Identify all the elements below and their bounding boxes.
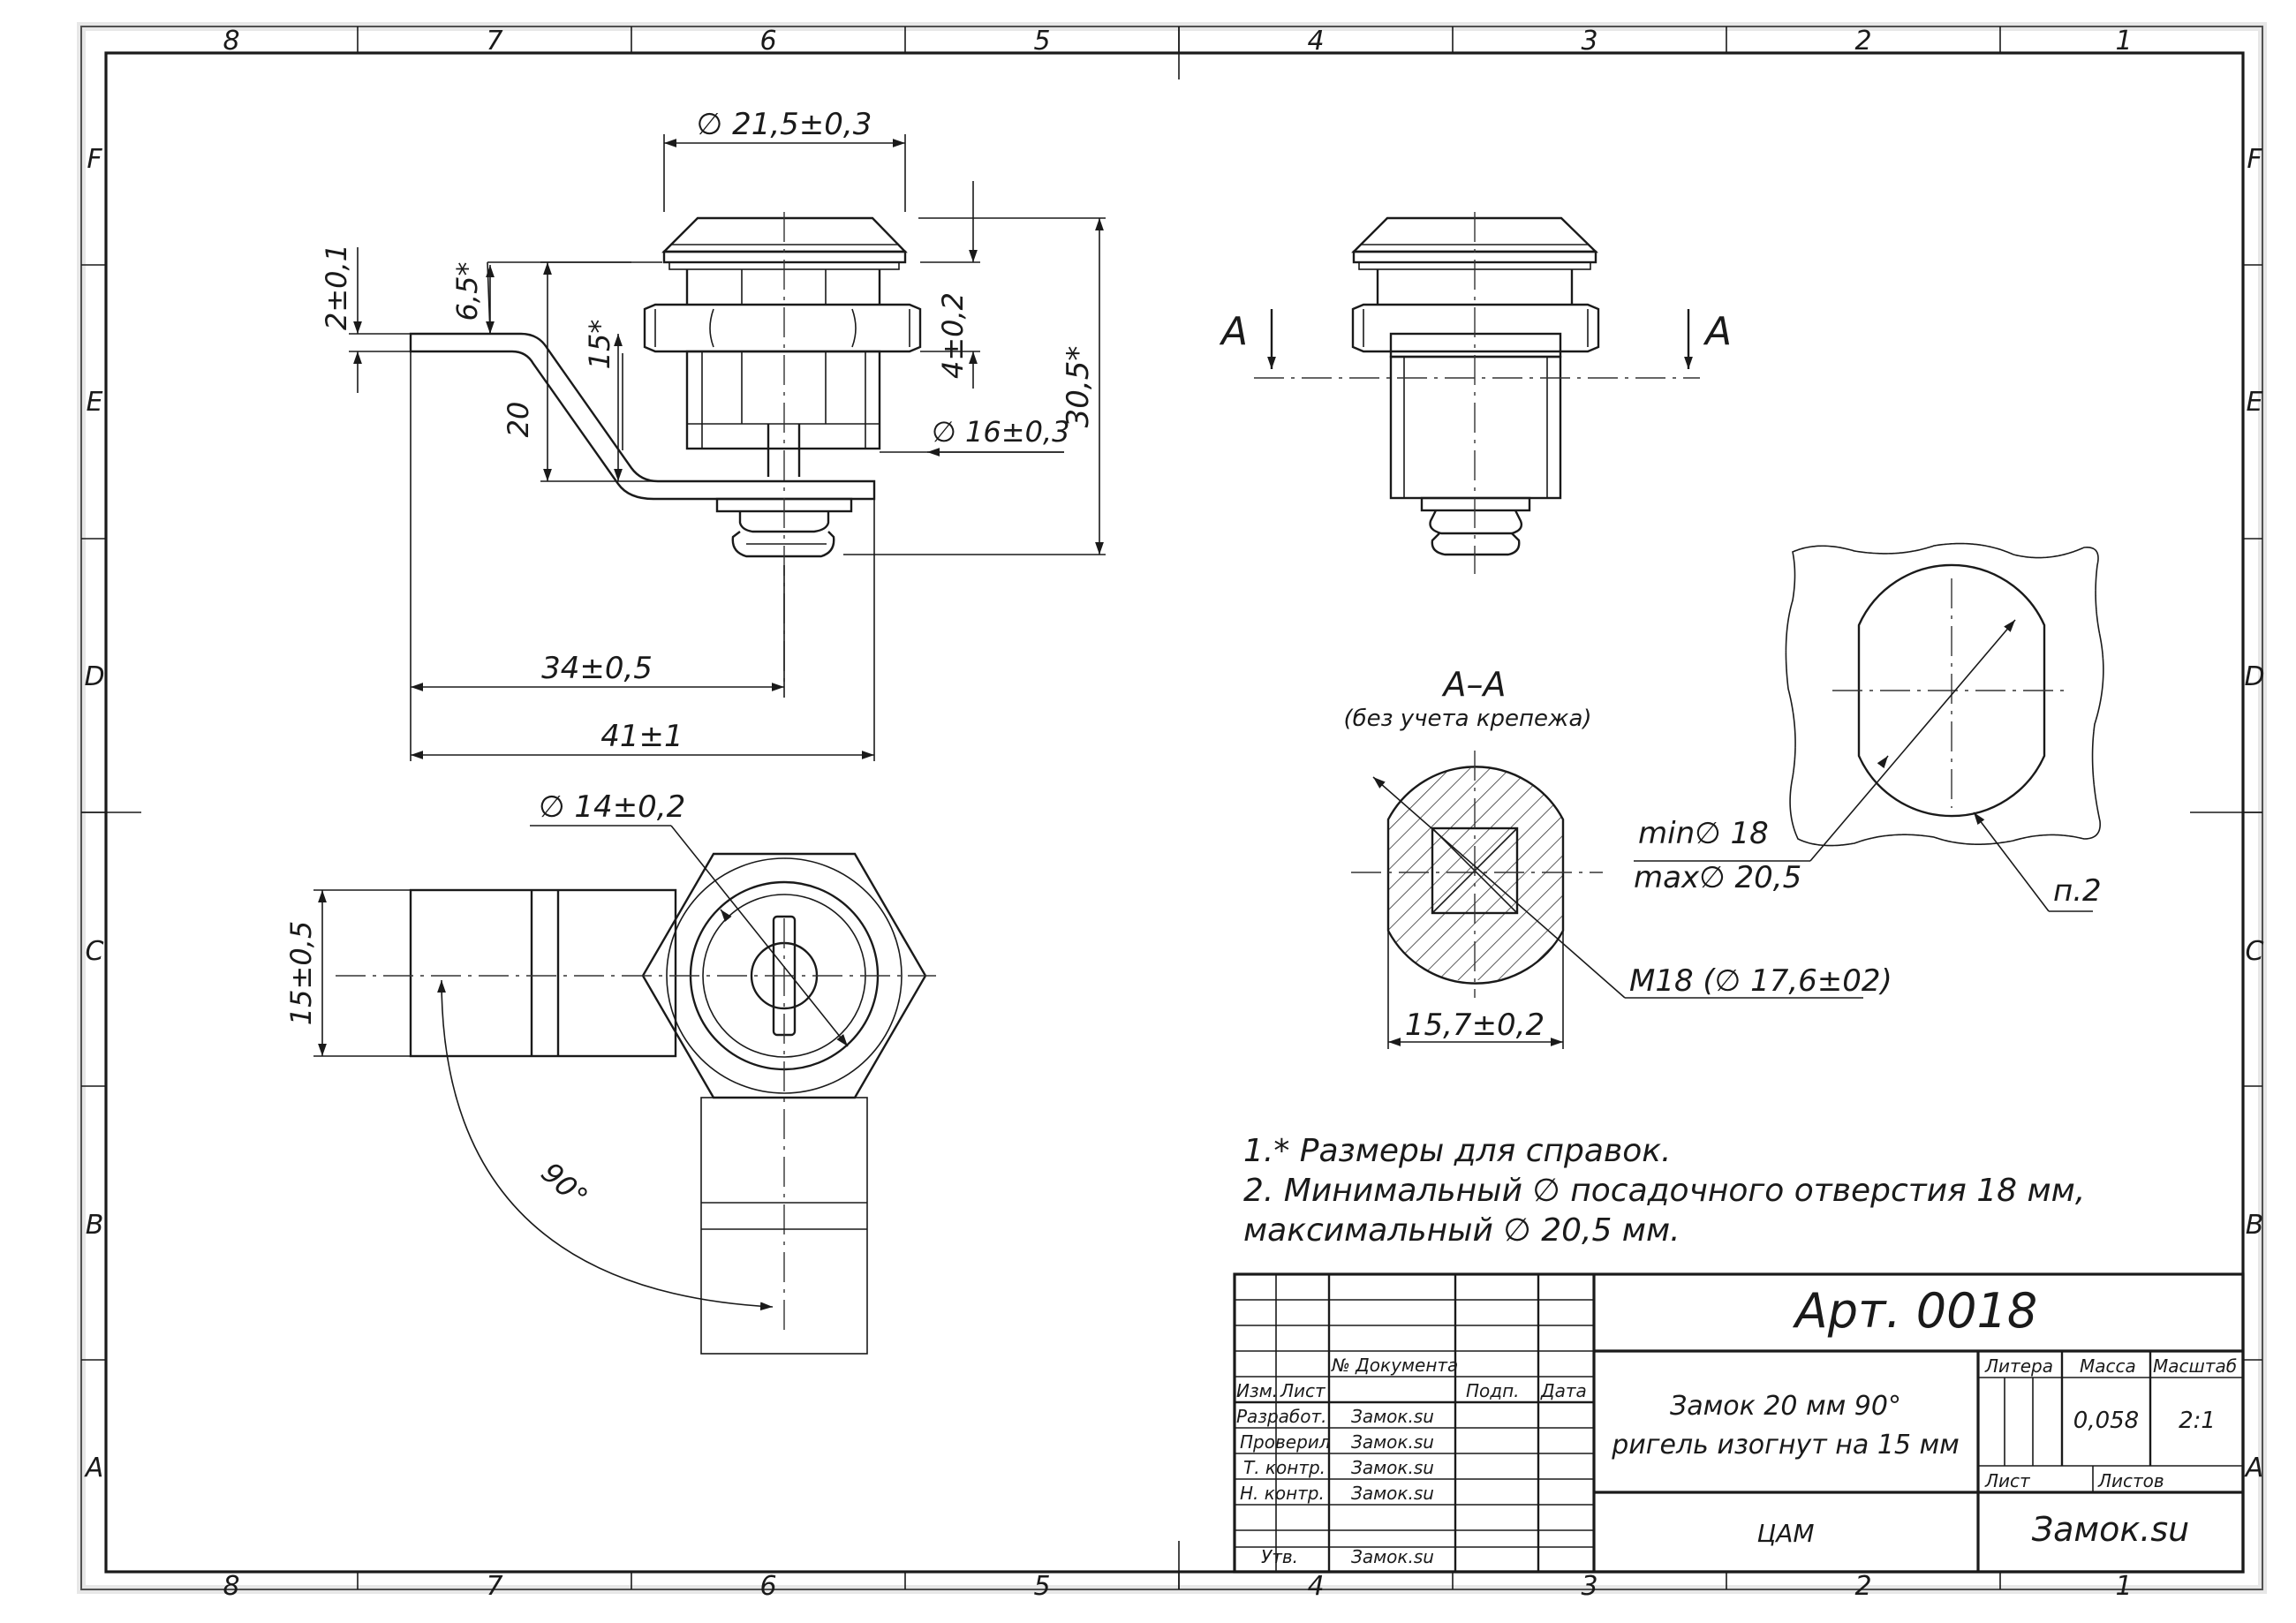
side-view: A A [1219, 212, 1732, 574]
notes: 1.* Размеры для справок. 2. Минимальный … [1243, 1133, 2085, 1249]
dim-total-height: 30,5* [1061, 346, 1096, 428]
izm-header: Изм. [1236, 1380, 1278, 1401]
dim-max-diameter: max∅ 20,5 [1634, 860, 1801, 895]
col-label: 5 [1033, 1571, 1050, 1602]
hole-detail: min∅ 18 max∅ 20,5 п.2 [1634, 542, 2104, 912]
litera-header: Литера [1984, 1355, 2053, 1377]
col-label: 4 [1307, 1571, 1324, 1602]
name-norm-control: Замок.su [1351, 1483, 1434, 1504]
dim-6-5: 6,5* [450, 262, 484, 321]
section-marker-right: A [1703, 309, 1732, 354]
col-label: 7 [486, 26, 502, 57]
company-name: Замок.su [2032, 1510, 2189, 1549]
row-label: C [86, 936, 104, 967]
role-approver: Утв. [1261, 1546, 1298, 1567]
drawing-frame: 8 7 6 5 4 3 2 1 8 7 6 5 4 3 2 1 F E D C … [77, 22, 2267, 1602]
row-label: F [2247, 144, 2262, 175]
product-name-line1: Замок 20 мм 90° [1670, 1391, 1901, 1422]
col-label: 4 [1307, 26, 1324, 57]
dim-min-diameter: min∅ 18 [1638, 816, 1769, 851]
col-label: 3 [1581, 1571, 1597, 1602]
col-label: 6 [759, 26, 776, 57]
dim-14: ∅ 14±0,2 [539, 789, 685, 825]
name-tech-control: Замок.su [1351, 1457, 1434, 1478]
row-label: D [84, 661, 104, 692]
mass-header: Масса [2080, 1355, 2136, 1377]
section-view: A–A (без учета крепежа) 15,7±0,2 M18 (∅ … [1343, 665, 1892, 1049]
section-subtitle: (без учета крепежа) [1343, 706, 1591, 732]
row-label: B [2246, 1210, 2264, 1241]
dim-34: 34±0,5 [541, 651, 653, 686]
row-label: A [2244, 1453, 2264, 1483]
name-checker: Замок.su [1351, 1431, 1434, 1453]
dim-cam-width: 15±0,5 [284, 921, 318, 1025]
note-2: 2. Минимальный ∅ посадочного отверстия 1… [1243, 1173, 2085, 1209]
col-label: 2 [1854, 1571, 1871, 1602]
dim-plate-thickness: 2±0,1 [320, 244, 353, 330]
mass-value: 0,058 [2073, 1408, 2139, 1434]
doc-no-header: № Документа [1331, 1355, 1458, 1376]
col-label: 8 [223, 1571, 239, 1602]
dim-m18: M18 (∅ 17,6±02) [1629, 963, 1892, 999]
col-label: 6 [759, 1571, 776, 1602]
role-checker: Проверил [1240, 1431, 1331, 1453]
material: ЦАМ [1756, 1519, 1814, 1548]
title-block: № Документа Изм. Лист Подп. Дата Разрабо… [1233, 1272, 2245, 1574]
section-marker-left: A [1219, 309, 1248, 354]
note-1: 1.* Размеры для справок. [1243, 1133, 1671, 1169]
dim-head-height: 4±0,2 [936, 292, 970, 379]
row-label: E [87, 387, 103, 418]
dim-41: 41±1 [600, 719, 683, 754]
top-view: ∅ 14±0,2 15±0,5 90° [284, 789, 936, 1355]
role-developer: Разработ. [1236, 1406, 1326, 1427]
dim-15: 15* [583, 320, 616, 370]
col-label: 8 [223, 26, 239, 57]
name-approver: Замок.su [1351, 1546, 1434, 1567]
row-label: C [2246, 936, 2264, 967]
row-label: D [2244, 661, 2264, 692]
col-label: 1 [2115, 1571, 2132, 1602]
row-label: E [2247, 387, 2263, 418]
sheets-label: Листов [2097, 1470, 2164, 1491]
row-label: A [84, 1453, 104, 1483]
col-label: 1 [2115, 26, 2132, 57]
sheet-label: Лист [1984, 1470, 2031, 1491]
dim-20: 20 [502, 402, 535, 438]
note-3: максимальный ∅ 20,5 мм. [1243, 1212, 1680, 1249]
outer-frame [80, 26, 2263, 1590]
col-label: 2 [1854, 26, 1871, 57]
dim-head-diameter: ∅ 21,5±0,3 [697, 107, 872, 142]
note-ref-p2: п.2 [2053, 873, 2102, 909]
col-label: 7 [486, 1571, 502, 1602]
article-number: Арт. 0018 [1793, 1283, 2037, 1339]
data-header: Дата [1540, 1380, 1587, 1401]
role-tech-control: Т. контр. [1243, 1457, 1325, 1478]
dim-thread-diameter: ∅ 16±0,3 [932, 415, 1069, 449]
role-norm-control: Н. контр. [1240, 1483, 1325, 1504]
col-label: 5 [1033, 26, 1050, 57]
row-label: F [87, 144, 102, 175]
list-header: Лист [1280, 1380, 1326, 1401]
scale-header: Масштаб [2153, 1355, 2237, 1377]
row-label: B [86, 1210, 104, 1241]
podp-header: Подп. [1466, 1380, 1520, 1401]
scale-value: 2:1 [2179, 1408, 2216, 1434]
product-name-line2: ригель изогнут на 15 мм [1611, 1430, 1960, 1461]
name-developer: Замок.su [1351, 1406, 1434, 1427]
front-view-dimensions: ∅ 21,5±0,3 30,5* 4±0,2 ∅ 16±0,3 15* 20 6… [320, 107, 1106, 761]
section-title: A–A [1441, 665, 1507, 704]
dim-angle: 90° [535, 1156, 595, 1214]
col-label: 3 [1581, 26, 1597, 57]
dim-15-7: 15,7±0,2 [1405, 1008, 1545, 1043]
front-view [409, 212, 922, 689]
